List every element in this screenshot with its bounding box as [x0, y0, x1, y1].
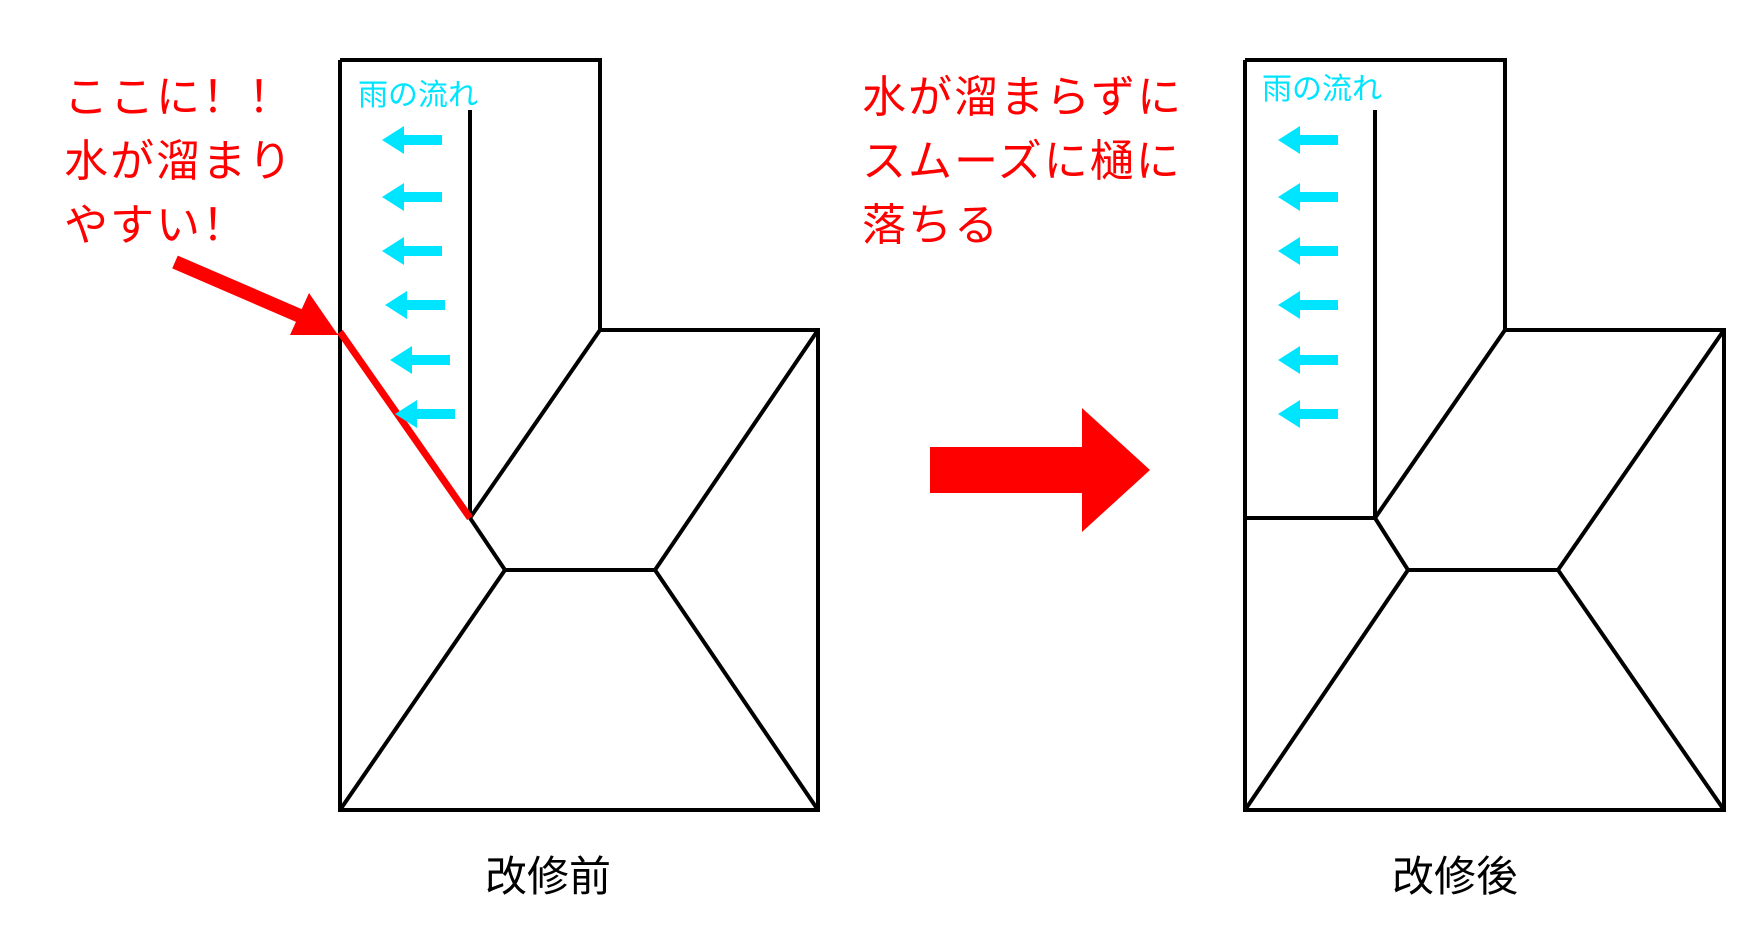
arrow-left-icon	[1278, 291, 1338, 319]
roof-before-ridge	[468, 328, 820, 572]
before-annotation-line: やすい！	[64, 200, 248, 251]
arrow-left-icon	[1278, 400, 1338, 428]
arrow-left-icon	[382, 237, 442, 265]
after-caption: 改修後	[1392, 852, 1519, 901]
rain-arrows-after	[1278, 126, 1338, 428]
rain-arrows-before	[382, 126, 455, 428]
arrow-left-icon	[1278, 126, 1338, 154]
before-rain-label: 雨の流れ	[358, 78, 478, 113]
after-annotation-line: 落ちる	[862, 200, 1000, 251]
roof-after	[1243, 58, 1726, 812]
after-rain-label: 雨の流れ	[1262, 72, 1382, 107]
before-annotation-line: ここに！！	[64, 72, 294, 123]
before-caption: 改修前	[485, 852, 612, 901]
after-annotation-line: 水が溜まらずに	[862, 72, 1184, 123]
arrow-left-icon	[390, 346, 450, 374]
arrow-right-icon	[930, 408, 1150, 532]
arrow-left-icon	[382, 183, 442, 211]
arrow-left-icon	[1278, 237, 1338, 265]
arrow-left-icon	[382, 126, 442, 154]
before-annotation-line: 水が溜まり	[64, 136, 294, 187]
before-annotation: ここに！！ 水が溜まり やすい！	[64, 66, 294, 258]
roof-before	[338, 58, 820, 812]
roof-before-hip	[468, 328, 602, 520]
problem-line	[337, 329, 473, 521]
pointer-arrow-icon	[172, 255, 338, 335]
arrow-left-icon	[1278, 183, 1338, 211]
arrow-left-icon	[385, 291, 445, 319]
after-annotation-line: スムーズに樋に	[862, 136, 1182, 187]
after-annotation: 水が溜まらずに スムーズに樋に 落ちる	[862, 66, 1183, 258]
arrow-left-icon	[1278, 346, 1338, 374]
